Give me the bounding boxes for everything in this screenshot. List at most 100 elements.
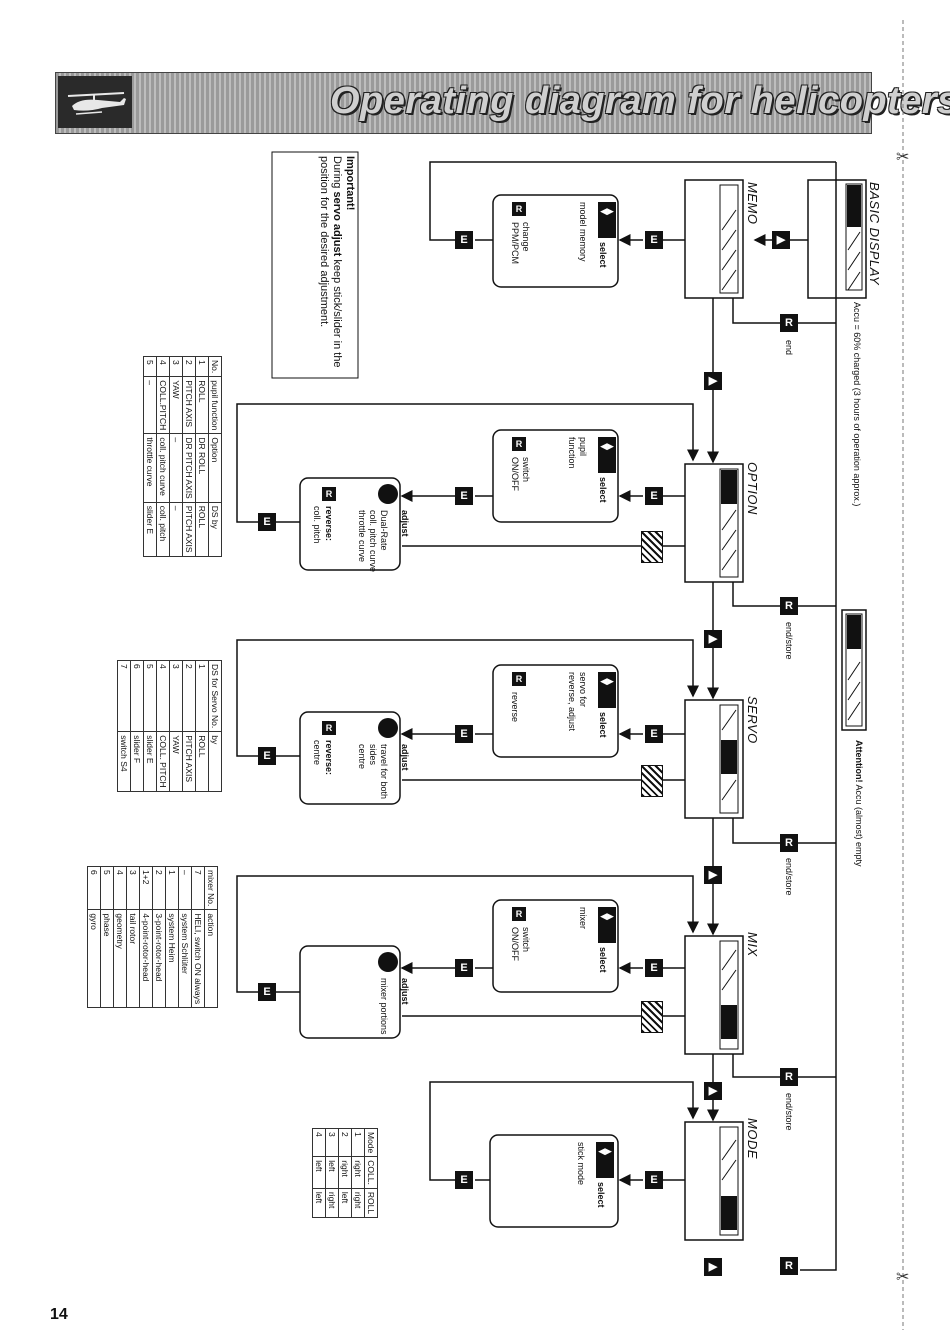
helicopter-icon-box [58, 76, 132, 128]
table-cell: 4 [312, 1128, 326, 1157]
memo-loop-line [429, 161, 836, 241]
table-cell: 7 [117, 660, 131, 732]
table-cell: slider E [143, 731, 157, 792]
option-adjust-desc-1: Dual-Rate [379, 510, 389, 551]
mode-label: MODE [745, 1118, 760, 1159]
servo-reverse-desc: centre [312, 740, 322, 766]
scissors-icon: ✂ [896, 149, 909, 166]
memo-select-box [492, 194, 619, 288]
helicopter-icon [67, 92, 126, 115]
table-cell: 4 [156, 356, 170, 377]
e-key-icon: E [645, 959, 663, 977]
e-key-icon: E [455, 725, 473, 743]
mix-label: MIX [745, 932, 760, 957]
table-cell: slider E [143, 502, 157, 556]
servo-adjust-label: adjust [400, 744, 410, 771]
adjust-knob-icon [378, 952, 398, 972]
table-cell: – [169, 433, 183, 503]
r-key-icon: R [780, 834, 798, 852]
important-note: Important! During servo adjust keep stic… [317, 156, 356, 376]
option-adjust-label: adjust [400, 510, 410, 537]
table-header-cell: mixer No. [204, 866, 218, 910]
e-key-icon: E [258, 983, 276, 1001]
table-cell: ROLL [195, 376, 209, 434]
servo-select-desc-2: reverse, adjust [567, 672, 577, 732]
table-cell: coll. pitch [156, 502, 170, 556]
e-key-icon: E [455, 1171, 473, 1189]
arrow-down-key-icon: ▶ [704, 1082, 722, 1100]
arrow-down-key-icon: ▶ [772, 231, 790, 249]
table-cell: system Heim [165, 909, 179, 1008]
select-keys-icon: ◀▶ [598, 907, 616, 943]
table-cell: phase [100, 909, 114, 1008]
option-r-desc-1: switch [521, 457, 531, 483]
basic-display-label: BASIC DISPLAY [867, 182, 882, 286]
option-screen [684, 463, 744, 583]
option-select-label: select [598, 477, 608, 503]
table-cell: right [338, 1156, 352, 1189]
option-select-box [492, 429, 619, 523]
r-key-icon: R [780, 597, 798, 615]
table-header-cell: Mode [364, 1128, 378, 1157]
servo-adjust-desc-2: sides [368, 744, 378, 766]
cursor-keys-icon [641, 765, 663, 797]
table-cell: PITCH AXIS [182, 376, 196, 434]
r-key-icon: R [512, 202, 526, 216]
table-cell: right [351, 1188, 365, 1218]
cursor-keys-icon [641, 531, 663, 563]
servo-adjust-desc-3: centre [357, 744, 367, 770]
option-reverse-label: reverse: [324, 506, 334, 542]
table-cell: DR ROLL [195, 433, 209, 503]
table-cell: 3 [325, 1128, 339, 1157]
option-r-desc-2: ON/OFF [510, 457, 520, 491]
important-box [271, 151, 359, 379]
title-banner [55, 72, 872, 134]
e-key-icon: E [645, 1171, 663, 1189]
table-cell: 3 [169, 660, 183, 732]
option-select-desc-1: pupil [578, 437, 588, 457]
select-keys-icon: ◀▶ [598, 672, 616, 708]
table-header-cell: COLL. [364, 1156, 378, 1189]
table-header-cell: ROLL [364, 1188, 378, 1218]
table-cell: 4 [156, 660, 170, 732]
mode-screen [684, 1121, 744, 1241]
adjust-knob-icon [378, 718, 398, 738]
arrow-down-key-icon: ▶ [704, 866, 722, 884]
table-cell: throttle curve [143, 433, 157, 503]
table-cell: YAW [169, 376, 183, 434]
table-cell: left [338, 1188, 352, 1218]
table-header-cell: pupil function [208, 376, 222, 434]
option-reverse-desc: coll. pitch [312, 506, 322, 544]
table-cell: HELI, switch ON always [191, 909, 205, 1008]
mix-exit-label: end/store [784, 1093, 794, 1131]
attention-text: Accu (almost) empty [854, 784, 864, 867]
e-key-icon: E [455, 231, 473, 249]
r-key-icon: R [780, 314, 798, 332]
table-cell: 2 [182, 356, 196, 377]
servo-select-label: select [598, 712, 608, 738]
table-header-cell: by [208, 731, 222, 792]
page-title: Operating diagram for helicopters [330, 80, 950, 122]
table-cell: 1+2 [139, 866, 153, 910]
mode-select-desc: stick mode [576, 1142, 586, 1186]
r-key-icon: R [512, 672, 526, 686]
table-header-cell: action [204, 909, 218, 1008]
arrow-down-key-icon: ▶ [704, 1258, 722, 1276]
attention-label: Attention! [854, 740, 864, 783]
table-cell: 2 [182, 660, 196, 732]
table-cell: left [312, 1156, 326, 1189]
